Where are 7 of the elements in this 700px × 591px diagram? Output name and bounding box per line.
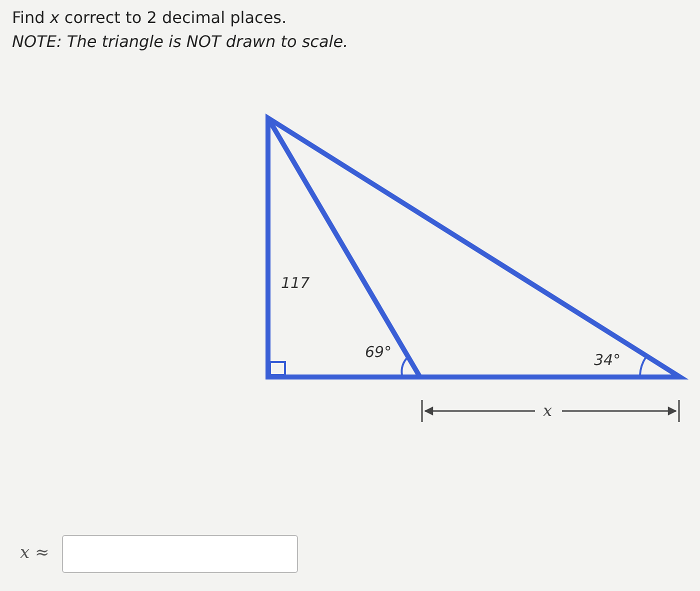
side-label: 117 xyxy=(281,274,310,292)
angle-label: 34° xyxy=(594,351,621,369)
answer-prompt: x ≈ xyxy=(20,543,50,563)
angle-label: 69° xyxy=(365,343,392,361)
note-text: NOTE: The triangle is NOT drawn to scale. xyxy=(12,32,348,51)
dimension-label: x xyxy=(543,401,552,420)
question-text: Find x correct to 2 decimal places. xyxy=(12,8,287,27)
